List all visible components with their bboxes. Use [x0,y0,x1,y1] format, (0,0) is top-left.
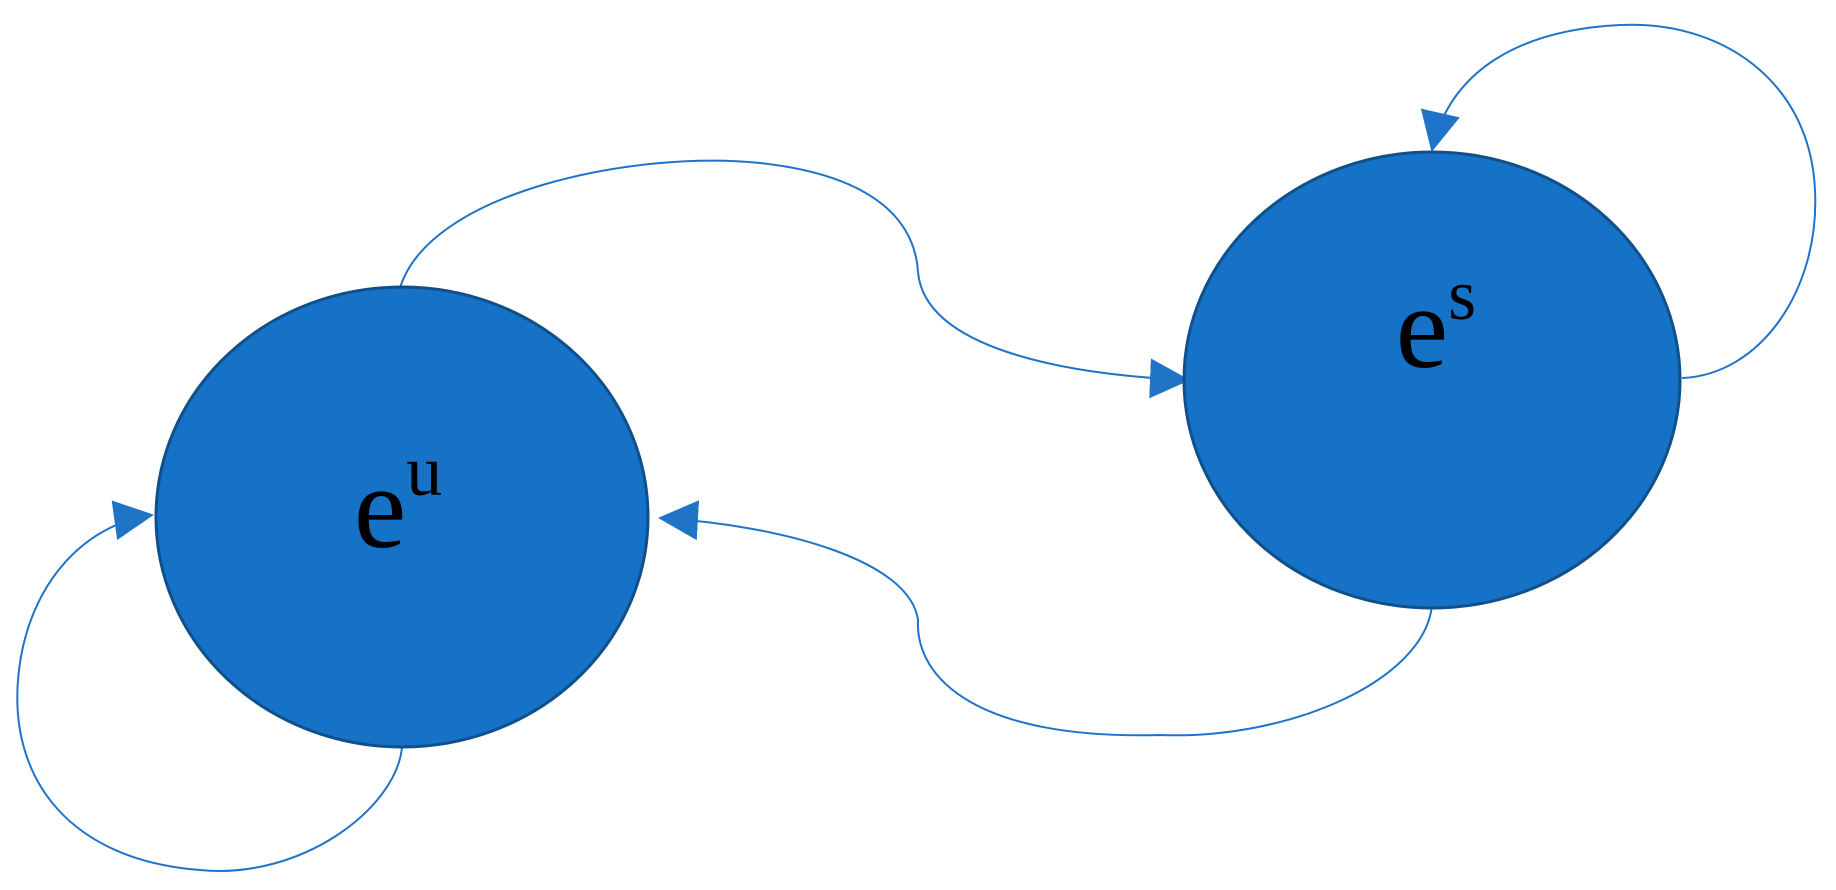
edge-s-to-u [658,500,1433,737]
edge-u-to-s [399,159,1190,399]
self-loop-s [1420,23,1817,379]
node-e-s: es [1182,150,1682,610]
self-loop-u [16,500,403,872]
node-e-s-label: es [1396,255,1476,394]
node-e-u-label: eu [354,431,442,574]
node-e-s-circle [1182,150,1682,610]
node-e-u: eu [154,285,650,749]
node-e-u-circle [154,285,650,749]
